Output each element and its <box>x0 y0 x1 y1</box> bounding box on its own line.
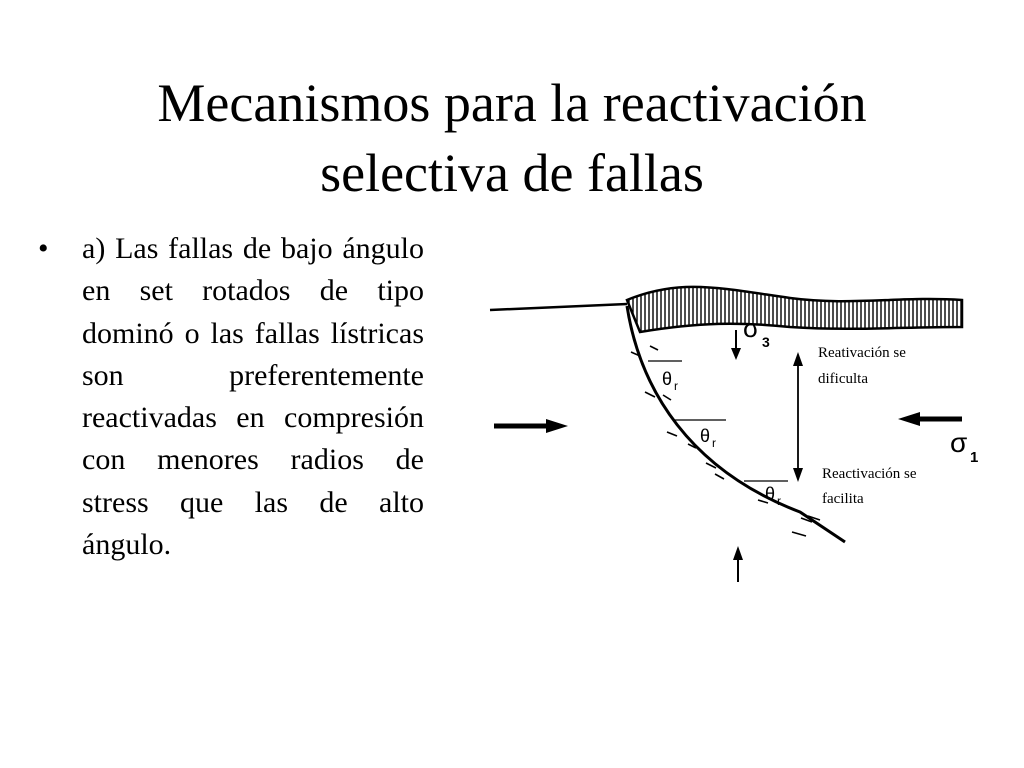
svg-text:3: 3 <box>762 334 770 350</box>
sigma1-label: σ 1 <box>950 427 978 466</box>
ground-surface-line <box>489 302 628 312</box>
shear-ticks <box>630 345 821 537</box>
note-upper-line2: dificulta <box>818 371 868 387</box>
svg-text:r: r <box>712 436 716 450</box>
sigma3-up-arrow-icon <box>733 546 743 582</box>
bullet-list: • a) Las fallas de bajo ángulo en set ro… <box>38 228 424 566</box>
hanging-wall-band <box>625 285 964 334</box>
bullet-marker: • <box>38 232 49 265</box>
sigma3-label: σ 3 <box>743 313 770 350</box>
theta-reference-lines <box>648 360 788 482</box>
svg-text:1: 1 <box>970 449 978 466</box>
svg-text:σ: σ <box>950 427 967 458</box>
sigma1-right-arrow-icon <box>898 412 962 426</box>
slide-title: Mecanismos para la reactivación selectiv… <box>157 73 867 203</box>
svg-text:r: r <box>777 494 781 508</box>
svg-text:θ: θ <box>765 484 775 504</box>
svg-text:σ: σ <box>743 313 759 343</box>
sigma3-down-arrow-icon <box>731 330 741 360</box>
vertical-double-arrow-icon <box>793 352 803 482</box>
bullet-text: a) Las fallas de bajo ángulo en set rota… <box>82 232 424 562</box>
svg-text:θ: θ <box>700 426 710 446</box>
note-lower-line1: Reactivación se <box>822 466 917 482</box>
theta-label-2: θ r <box>700 426 716 450</box>
theta-label-3: θ r <box>765 484 781 508</box>
svg-text:r: r <box>674 379 678 393</box>
note-lower-line2: facilita <box>822 491 864 507</box>
fault-reactivation-diagram: θ r θ r θ r σ 3 <box>489 285 978 582</box>
theta-label-1: θ r <box>662 369 678 393</box>
sigma1-left-arrow-icon <box>494 419 568 433</box>
listric-fault-line <box>625 305 846 544</box>
note-upper-line1: Reativación se <box>818 345 906 361</box>
svg-text:θ: θ <box>662 369 672 389</box>
